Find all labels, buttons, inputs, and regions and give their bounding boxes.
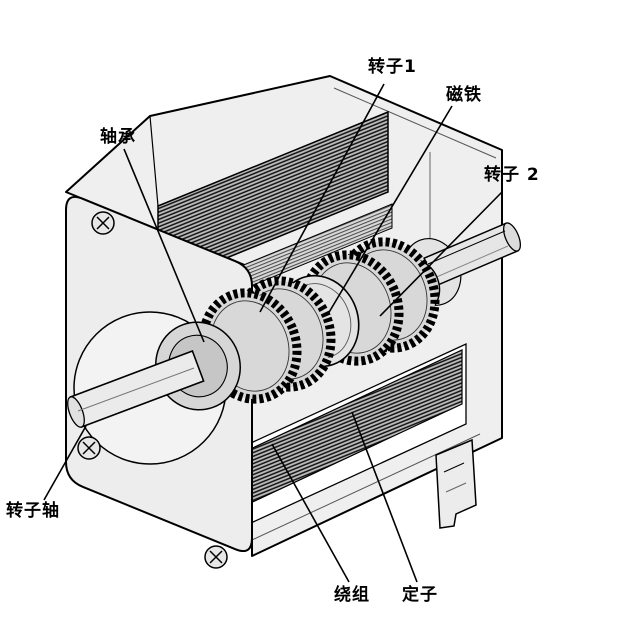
label-rotor2: 转子 2 (484, 165, 540, 185)
leader-lines (43, 83, 503, 583)
leader-rotor1 (259, 83, 385, 313)
leader-magnet (327, 105, 453, 315)
label-magnet: 磁铁 (446, 85, 482, 105)
connector-tab (435, 438, 477, 529)
leader-stator (351, 411, 418, 583)
leader-rotor-shaft (43, 425, 87, 501)
label-rotor1: 转子1 (368, 57, 417, 77)
screw-top-left (91, 211, 115, 235)
screw-bottom-center (204, 545, 228, 569)
leader-winding (271, 443, 350, 583)
leader-bearing (123, 148, 205, 343)
front-shaft-assembly (67, 321, 241, 429)
leader-rotor2 (379, 191, 503, 317)
label-stator: 定子 (402, 585, 438, 605)
screw-bottom-left (77, 436, 101, 460)
plate-screws (77, 211, 228, 569)
label-winding: 绕组 (334, 585, 370, 605)
label-bearing: 轴承 (100, 127, 136, 147)
label-rotor-shaft: 转子轴 (6, 501, 60, 521)
